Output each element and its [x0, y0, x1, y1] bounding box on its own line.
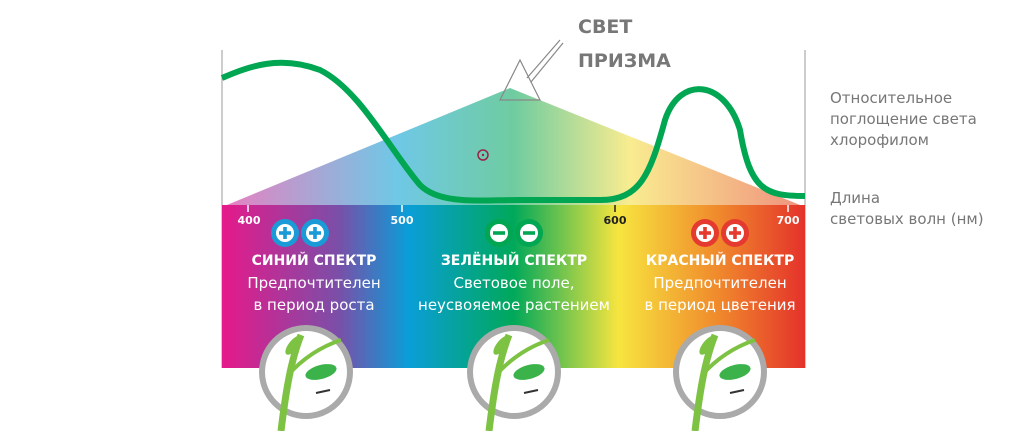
green-spectrum-text: ЗЕЛЁНЫЙ СПЕКТР Световое поле, неусвояемо…: [418, 250, 610, 316]
sign-icons: [271, 219, 749, 247]
prism-icon: [499, 39, 564, 101]
light-point-icon: [477, 149, 489, 161]
blue-spectrum-text: СИНИЙ СПЕКТР Предпочтителен в период рос…: [247, 250, 380, 316]
plant-icons: [259, 325, 767, 431]
section-line: Световое поле,: [453, 274, 575, 292]
plant-circle-icon: [673, 325, 767, 431]
section-line: Предпочтителен: [247, 274, 381, 292]
section-title: КРАСНЫЙ СПЕКТР: [645, 253, 795, 269]
red-spectrum-text: КРАСНЫЙ СПЕКТР Предпочтителен в период ц…: [644, 250, 795, 316]
absorption-legend: Относительное поглощение света хлорофило…: [830, 88, 977, 151]
wavelength-legend: Длина световых волн (нм): [830, 188, 984, 230]
legend-line: световых волн (нм): [830, 210, 984, 228]
legend-line: Относительное: [830, 89, 953, 107]
plant-circle-icon: [259, 325, 353, 431]
tick-500: 500: [390, 214, 414, 227]
absorption-curve: [220, 59, 806, 204]
legend-line: Длина: [830, 189, 881, 207]
plus-circle-icon: [691, 219, 719, 247]
plant-circle-icon: [467, 325, 561, 431]
prism-label: ПРИЗМА: [578, 50, 671, 72]
plus-circle-icon: [721, 219, 749, 247]
section-line: Предпочтителен: [653, 274, 787, 292]
plus-circle-icon: [271, 219, 299, 247]
section-line: в период роста: [253, 296, 375, 314]
tick-400: 400: [237, 214, 261, 227]
legend-line: хлорофилом: [830, 131, 929, 149]
section-title: СИНИЙ СПЕКТР: [251, 253, 377, 269]
section-line: в период цветения: [644, 296, 796, 314]
section-line: неусвояемое растением: [418, 296, 610, 314]
plus-circle-icon: [301, 219, 329, 247]
light-beam-triangle: [222, 88, 805, 207]
minus-circle-icon: [515, 219, 543, 247]
tick-600: 600: [603, 214, 627, 227]
legend-line: поглощение света: [830, 110, 977, 128]
section-title: ЗЕЛЁНЫЙ СПЕКТР: [440, 253, 588, 269]
tick-700: 700: [776, 214, 800, 227]
minus-circle-icon: [485, 219, 513, 247]
light-label: СВЕТ: [578, 16, 633, 38]
axis-tick-marks: [247, 205, 789, 212]
